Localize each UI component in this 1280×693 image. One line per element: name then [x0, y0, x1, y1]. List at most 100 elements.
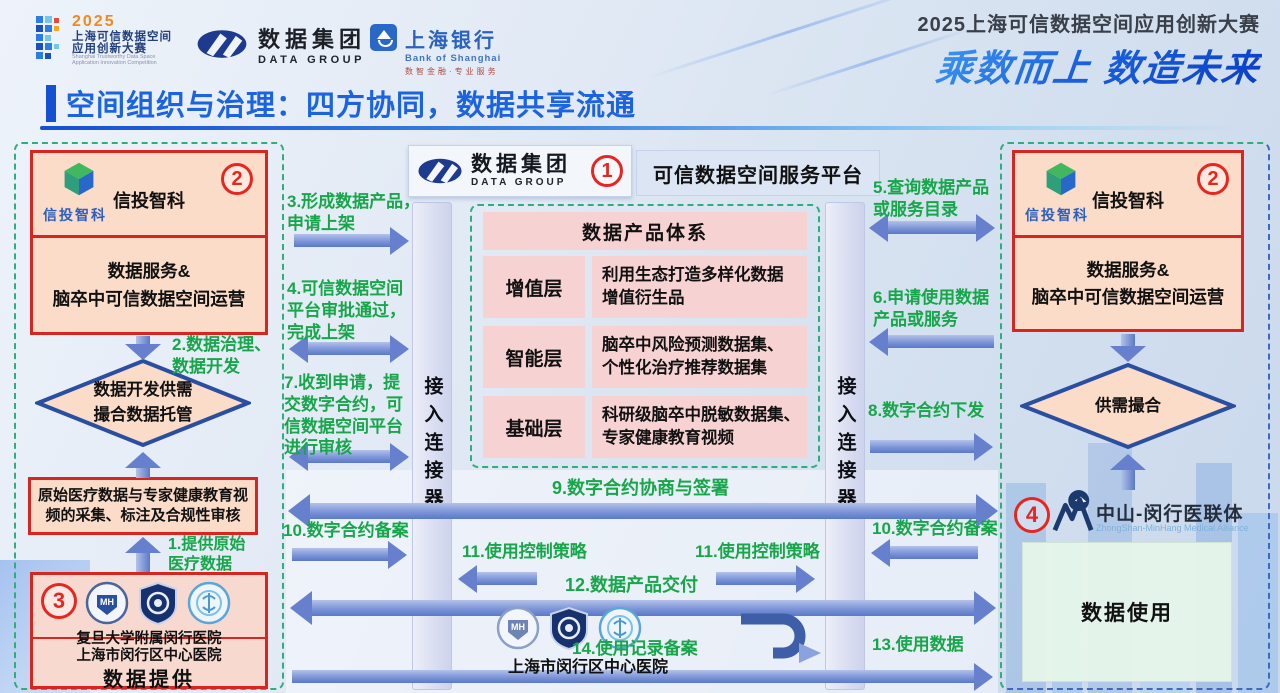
platform-logo-cn: 数据集团	[471, 153, 571, 177]
diamond-matchmaking-right: 供需撮合	[1017, 362, 1239, 450]
badge-4: 4	[1014, 497, 1050, 533]
diamond-matchmaking-left: 数据开发供需 撮合数据托管	[32, 358, 254, 448]
arrow-step-10-left	[292, 540, 407, 569]
arrow-step-5	[869, 213, 995, 242]
diamond-left-label: 数据开发供需 撮合数据托管	[93, 381, 193, 424]
layer-3-name: 基础层	[483, 396, 585, 458]
arrow-provider-to-raw	[125, 537, 161, 572]
raw-data-box: 原始医疗数据与专家健康教育视 频的采集、标注及合规性审核	[28, 477, 258, 535]
datagroup-cn: 数据集团	[258, 27, 367, 52]
provider-hospital-1: 复旦大学附属闵行医院	[76, 631, 222, 647]
bank-slogan: 数智金融·专业服务	[405, 67, 499, 76]
step-5-label: 5.查询数据产品 或服务目录	[873, 178, 990, 219]
competition-en-line1: Shanghai Trustworthy Data Space	[72, 53, 156, 60]
arrow-step-3	[294, 226, 409, 255]
event-header: 2025上海可信数据空间应用创新大赛 乘数而上 数造未来	[915, 8, 1263, 92]
step-14-label: 14.使用记录备案	[572, 639, 698, 658]
provider-hospital-2: 上海市闵行区中心医院	[76, 648, 222, 664]
bank-cn: 上海银行	[405, 30, 497, 52]
layer-2-name: 智能层	[483, 326, 585, 388]
hospital-logo-2	[550, 606, 588, 650]
provider-role: 数据提供	[103, 669, 195, 691]
arrow-step-10-right	[871, 538, 978, 567]
divider	[1014, 235, 1242, 238]
datagroup-swoosh-icon	[418, 158, 462, 184]
step-13-label: 13.使用数据	[872, 635, 964, 654]
diamond-right-label: 供需撮合	[1095, 396, 1161, 415]
step-11-left-label: 11.使用控制策略	[462, 542, 587, 561]
event-title: 2025上海可信数据空间应用创新大赛	[917, 14, 1260, 36]
page-title: 空间组织与治理：四方协同，数据共享流通	[66, 90, 637, 122]
datagroup-header-logo: 数据集团 DATA GROUP	[196, 22, 366, 66]
arrow-step-7	[289, 442, 409, 471]
competition-pixel-logo-icon	[36, 16, 59, 59]
arrow-step-13	[292, 662, 993, 691]
consumer-logo-caption: 信投智科	[1025, 207, 1089, 223]
arrow-step-11-right	[716, 564, 815, 593]
bank-of-shanghai-icon	[370, 24, 397, 51]
competition-year: 2025	[72, 13, 116, 30]
platform-name-box: 可信数据空间服务平台	[636, 150, 880, 196]
hospital-logo-1: MH	[496, 606, 540, 650]
step-7-label: 7.收到申请，提 交数字合约，可 信数据空间平台 进行审核	[284, 373, 403, 458]
step-8-label: 8.数字合约下发	[868, 401, 985, 420]
hospital-logo-2	[139, 581, 177, 625]
title-underline	[40, 126, 1240, 130]
supplier-group-outline	[14, 142, 284, 690]
arrow-diamond-to-alliance	[1110, 454, 1146, 490]
arrow-step-12	[290, 591, 996, 625]
badge-3: 3	[41, 583, 77, 619]
badge-2-left: 2	[221, 163, 253, 195]
layer-2-desc: 脑卒中风险预测数据集、 个性化治疗推荐数据集	[592, 326, 807, 388]
platform-logo-box: 数据集团 DATA GROUP 1	[408, 145, 632, 197]
product-system-title: 数据产品体系	[483, 212, 807, 250]
svg-text:MH: MH	[100, 597, 114, 607]
divider	[32, 235, 266, 238]
arrow-step-11-left	[458, 564, 537, 593]
data-use-box: 数据使用	[1022, 542, 1232, 682]
alliance-name-en: ZhongShan-MinHang Medical Alliance	[1096, 523, 1249, 533]
consumer-role: 数据服务& 脑卒中可信数据空间运营	[1031, 259, 1225, 307]
hospital-logo-3	[598, 606, 642, 650]
bank-en: Bank of Shanghai	[405, 53, 502, 64]
datagroup-swoosh-icon	[197, 30, 247, 58]
arrow-step-6	[869, 327, 994, 356]
streak-decoration	[646, 0, 934, 80]
competition-title-line1: 上海可信数据空间	[72, 30, 172, 43]
step-10-left-label: 10.数字合约备案	[283, 521, 409, 540]
product-system-outline	[470, 204, 820, 468]
arrow-step-4	[289, 334, 409, 363]
layer-3-desc: 科研级脑卒中脱敏数据集、 专家健康教育视频	[592, 396, 807, 458]
access-connector-left-label: 接入连接器	[421, 376, 443, 516]
svg-text:MH: MH	[511, 622, 525, 632]
competition-title-line2: 应用创新大赛	[72, 42, 147, 55]
step-11-right-label: 11.使用控制策略	[695, 542, 820, 561]
access-connector-right: 接入连接器	[825, 202, 865, 690]
access-connector-right-label: 接入连接器	[834, 376, 856, 516]
step-12-label: 12.数据产品交付	[565, 575, 699, 595]
arrow-step-8	[870, 432, 993, 461]
xintou-cube-icon	[64, 162, 94, 196]
supplier-role: 数据服务& 脑卒中可信数据空间运营	[52, 261, 246, 309]
supplier-logo-caption: 信投智科	[43, 207, 107, 223]
consumer-group-outline	[1000, 142, 1270, 690]
provider-box: 3 MH 复旦大学附属闵行医院 上海市闵行区中心医院 数据提供	[30, 572, 268, 691]
step-2-label: 2.数据治理、 数据开发	[172, 335, 272, 376]
step-6-label: 6.申请使用数据 产品或服务	[873, 288, 990, 329]
step-10-right-label: 10.数字合约备案	[872, 519, 998, 538]
arrow-step-9	[288, 494, 998, 528]
supplier-name: 信投智科	[113, 191, 185, 211]
hospital-logo-3	[187, 581, 231, 625]
hospital-logo-1: MH	[85, 581, 129, 625]
layer-1-name: 增值层	[483, 256, 585, 318]
bottom-hospital-name: 上海市闵行区中心医院	[507, 659, 668, 676]
title-accent-bar	[46, 85, 56, 122]
competition-logo: 2025 上海可信数据空间 应用创新大赛 Shanghai Trustworth…	[34, 13, 172, 66]
alliance-name: 中山-闵行医联体	[1096, 504, 1244, 525]
consumer-org-box: 信投智科 信投智科 2 数据服务& 脑卒中可信数据空间运营	[1012, 150, 1244, 332]
event-slogan: 乘数而上 数造未来	[915, 38, 1263, 92]
step-3-label: 3.形成数据产品， 申请上架	[287, 192, 421, 233]
arrow-raw-to-diamond	[125, 452, 161, 478]
access-connector-left: 接入连接器	[412, 202, 452, 690]
